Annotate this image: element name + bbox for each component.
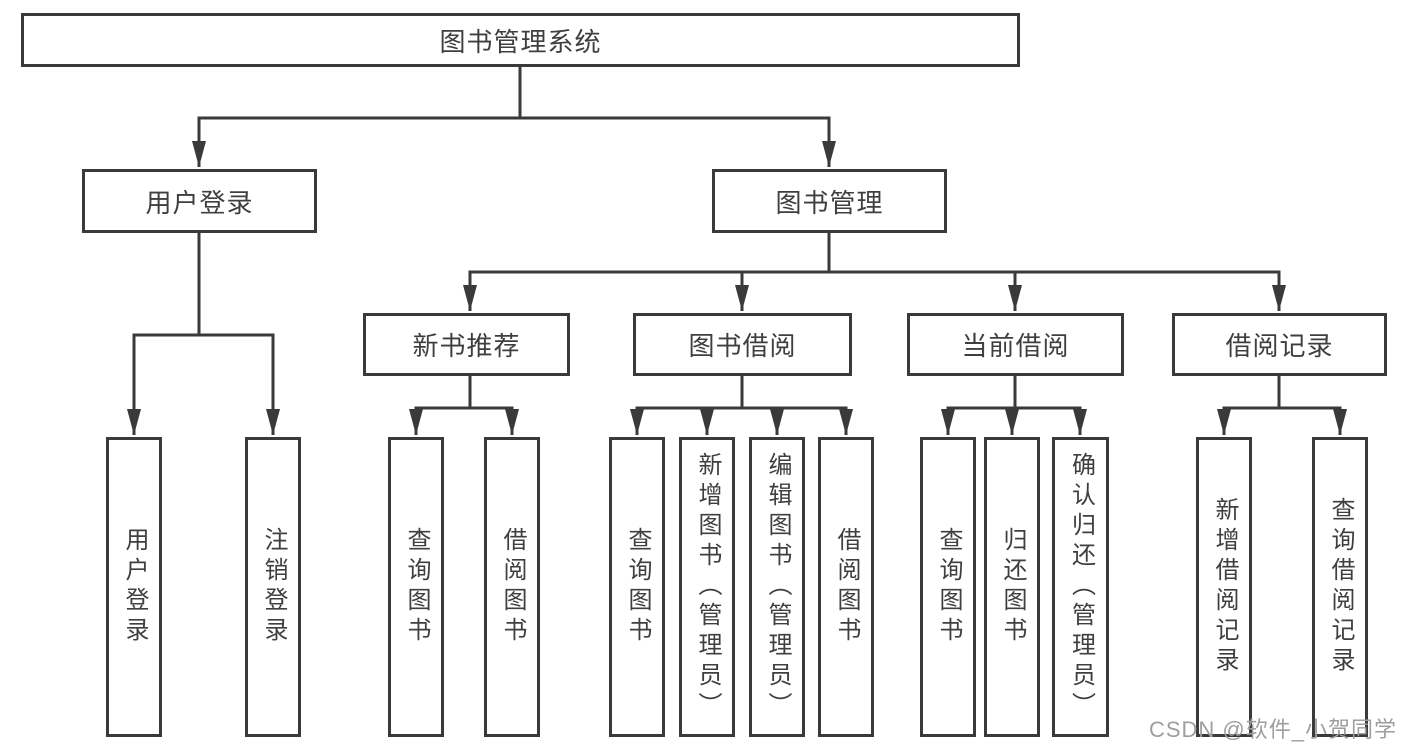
connector-skeleton <box>132 65 1342 410</box>
node-book-borrowing: 图书借阅 <box>633 313 852 376</box>
node-user-login: 用户登录 <box>82 169 317 233</box>
node-borrow-records: 借阅记录 <box>1172 313 1387 376</box>
leaf-user-login: 用户登录 <box>106 437 162 737</box>
node-current-borrowing: 当前借阅 <box>907 313 1124 376</box>
node-root-system: 图书管理系统 <box>21 13 1020 67</box>
leaf-edit-books-admin: 编辑图书（管理员） <box>749 437 805 737</box>
leaf-query-books-2: 查询图书 <box>609 437 665 737</box>
leaf-query-books-3: 查询图书 <box>920 437 976 737</box>
leaf-query-books-1: 查询图书 <box>388 437 444 737</box>
leaf-logout: 注销登录 <box>245 437 301 737</box>
leaf-confirm-return-admin: 确认归还（管理员） <box>1052 437 1109 737</box>
leaf-query-borrow-record: 查询借阅记录 <box>1312 437 1368 737</box>
node-book-management: 图书管理 <box>712 169 947 233</box>
leaf-borrow-books-2: 借阅图书 <box>818 437 874 737</box>
node-new-book-recommend: 新书推荐 <box>363 313 570 376</box>
leaf-return-books: 归还图书 <box>984 437 1040 737</box>
leaf-add-borrow-record: 新增借阅记录 <box>1196 437 1252 737</box>
leaf-add-books-admin: 新增图书（管理员） <box>679 437 735 737</box>
leaf-borrow-books-1: 借阅图书 <box>484 437 540 737</box>
